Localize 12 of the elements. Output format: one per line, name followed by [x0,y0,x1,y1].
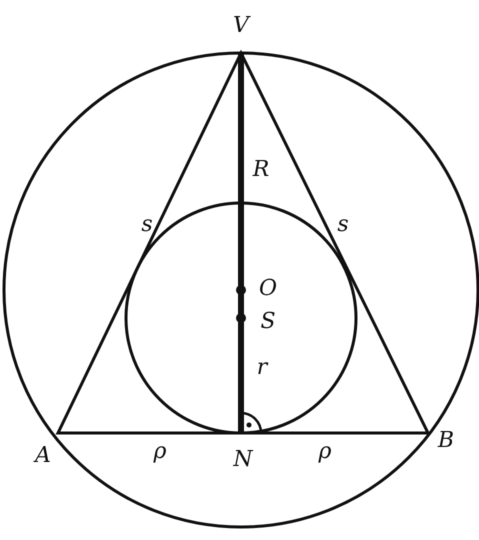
point-label: V [233,15,249,37]
point-label: O [258,278,278,300]
point-label: B [438,430,454,452]
point-label: N [233,449,253,471]
point-label: s [337,214,349,236]
point-label: r [256,357,268,379]
point-label: S [260,311,276,333]
point-label: R [252,159,270,181]
point-label: A [35,445,51,467]
point-label: ρ [318,441,332,463]
point-label: ρ [154,441,166,463]
point-label: s [141,214,153,236]
